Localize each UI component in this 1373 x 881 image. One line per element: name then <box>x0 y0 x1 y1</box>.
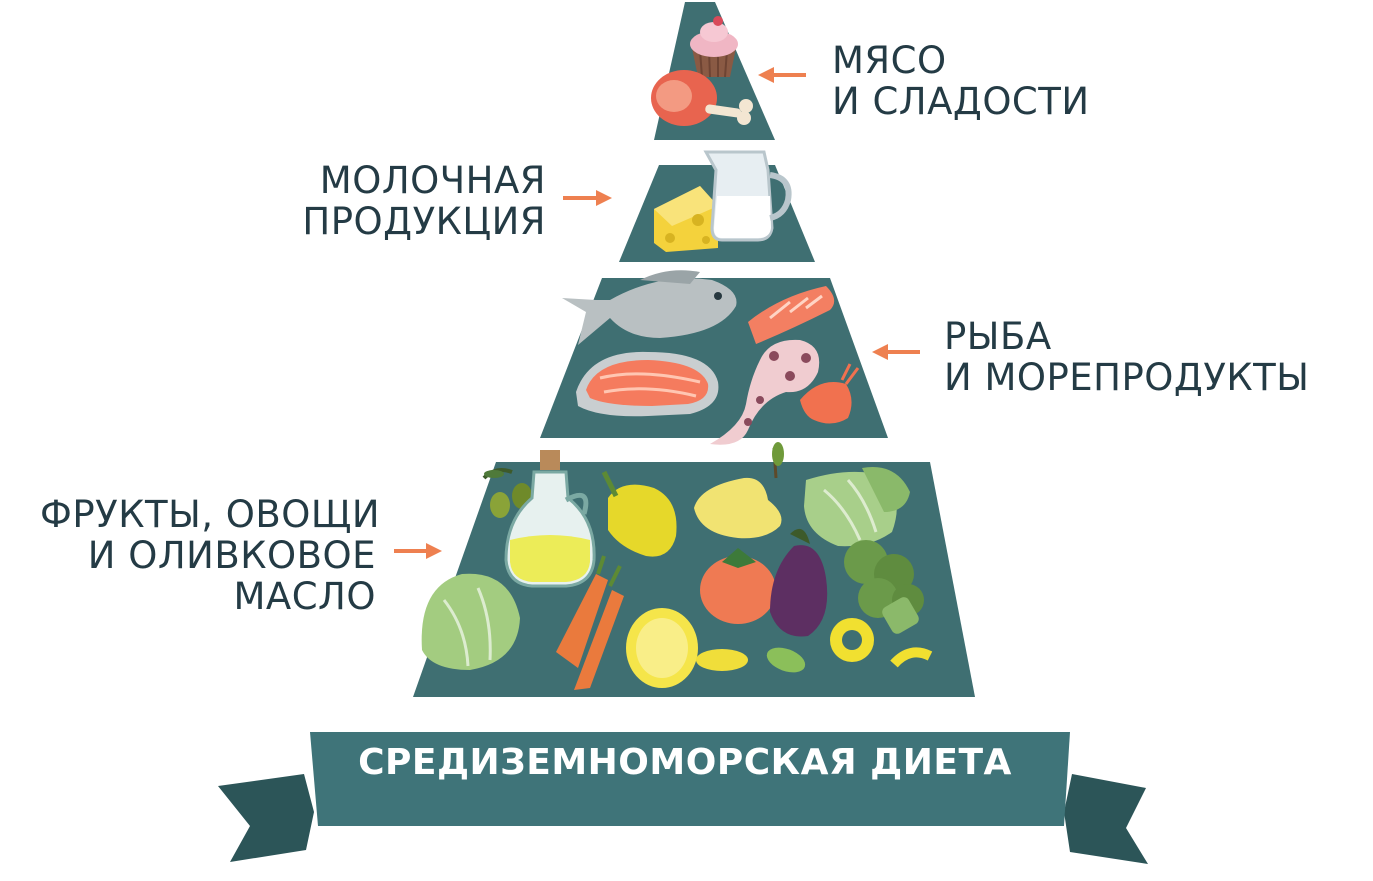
pear-icon <box>694 442 784 539</box>
banner-tail-right <box>1064 774 1148 864</box>
title-banner <box>218 732 1148 864</box>
salmon-fillet-icon <box>748 286 835 344</box>
salmon-steak-icon <box>576 351 719 417</box>
label-dairy: МОЛОЧНАЯ ПРОДУКЦИЯ <box>302 159 546 243</box>
arrow-dairy <box>563 190 612 206</box>
banner-title: СРЕДИЗЕМНОМОРСКАЯ ДИЕТА <box>358 742 1012 783</box>
banner-tail-left <box>218 774 314 862</box>
banner-body <box>310 732 1070 826</box>
green-beans-icon <box>766 647 806 673</box>
label-fish: РЫБА И МОРЕПРОДУКТЫ <box>944 315 1310 399</box>
label-meat-sweets: МЯСО И СЛАДОСТИ <box>832 39 1090 123</box>
milk-jug-icon <box>703 150 792 242</box>
shrimp-icon <box>800 363 860 424</box>
bell-pepper-icon <box>601 470 677 557</box>
pepper-ring-icon <box>830 618 933 668</box>
carrot-icon <box>556 555 624 690</box>
octopus-icon <box>710 339 820 445</box>
fish-icon <box>562 270 737 345</box>
cheese-icon <box>654 186 718 252</box>
arrow-fish <box>872 344 920 360</box>
lemon-icon <box>626 608 748 688</box>
broccoli-icon <box>844 540 924 634</box>
lettuce-left-icon <box>421 573 520 670</box>
tomato-icon <box>700 548 776 624</box>
cupcake-icon <box>690 16 738 78</box>
eggplant-icon <box>770 528 828 637</box>
label-fruits: ФРУКТЫ, ОВОЩИ И ОЛИВКОВОЕ МАСЛО <box>40 493 381 618</box>
arrow-fruits <box>394 543 442 559</box>
lettuce-icon <box>804 467 910 547</box>
ham-icon <box>651 70 753 126</box>
olive-oil-bottle-icon <box>504 450 596 588</box>
arrow-meat-sweets <box>758 67 806 83</box>
